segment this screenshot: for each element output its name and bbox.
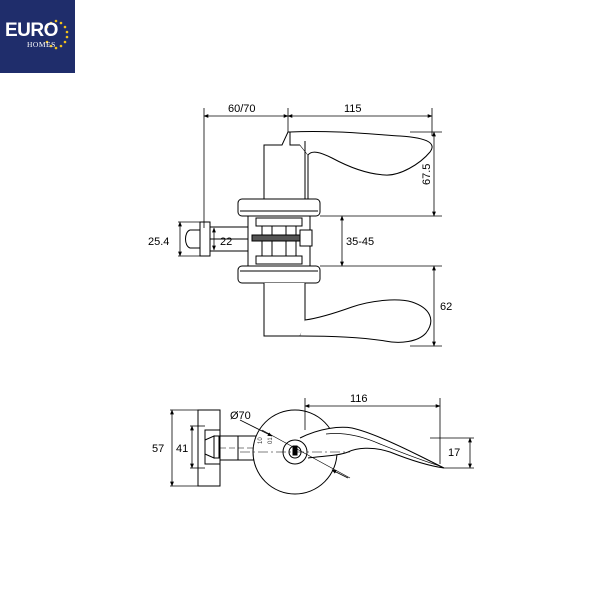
lower-rose xyxy=(237,265,321,284)
rose-mark-2: 01 xyxy=(268,437,274,444)
top-view-drawing xyxy=(185,130,433,343)
top-view-dimensions xyxy=(178,108,442,347)
bottom-view-labels: Ø70 116 57 41 17 10 01 xyxy=(152,393,460,459)
dim-lower-height: 62 xyxy=(440,301,452,313)
dim-lever-height: 17 xyxy=(448,447,460,459)
dim-plate-inner: 41 xyxy=(176,443,188,455)
latch-bolt xyxy=(185,229,201,249)
logo-subtitle-text: HOMES xyxy=(27,40,56,49)
rose-mark-1: 10 xyxy=(258,437,264,444)
dim-rose-diameter: Ø70 xyxy=(230,410,251,422)
logo-brand-text: EURO xyxy=(5,20,58,41)
upper-rose xyxy=(237,198,321,217)
top-view-labels: 60/70 115 67.5 35-45 62 25.4 22 xyxy=(148,103,452,313)
dim-lever-length-bottom: 116 xyxy=(350,393,368,405)
bottom-view-drawing xyxy=(197,409,445,495)
latch-faceplate xyxy=(199,221,211,257)
upper-lever xyxy=(289,130,433,176)
dim-latch-face: 25.4 xyxy=(148,236,169,248)
lower-lever-neck xyxy=(263,283,306,337)
euro-homes-logo: EURO HOMES xyxy=(0,0,75,73)
dim-latch-width: 22 xyxy=(220,236,232,248)
bottom-view-dimensions xyxy=(170,398,474,487)
dim-thickness: 35-45 xyxy=(346,236,374,248)
dim-lever-length-top: 115 xyxy=(344,103,362,115)
dim-upper-height: 67.5 xyxy=(421,164,433,185)
dim-plate-height: 57 xyxy=(152,443,164,455)
dim-backset: 60/70 xyxy=(228,103,256,115)
lower-lever xyxy=(299,299,432,343)
logo-star-ring xyxy=(45,19,69,50)
